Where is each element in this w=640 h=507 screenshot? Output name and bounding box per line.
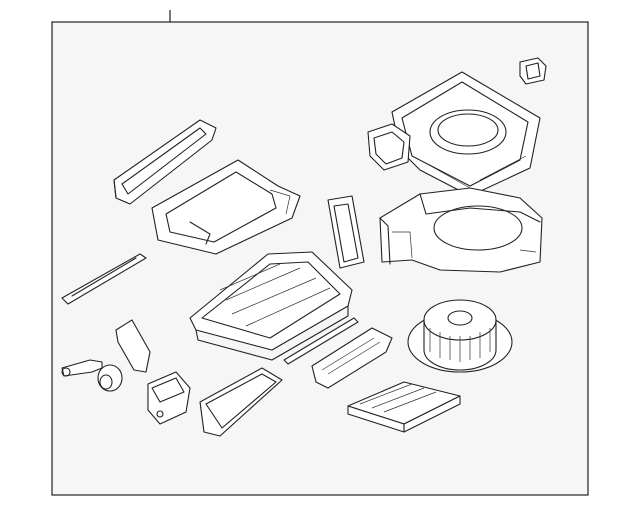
actuator-motor	[147, 371, 191, 425]
heater-core	[311, 327, 393, 389]
small-clip	[519, 57, 547, 85]
heater-core-case	[189, 251, 353, 361]
evaporator-rod	[283, 317, 359, 365]
filter-frame	[113, 119, 217, 205]
blower-housing-upper	[367, 71, 541, 197]
long-seal-strip	[61, 253, 147, 305]
cabin-air-filter	[347, 381, 461, 433]
grommet	[97, 364, 123, 392]
evaporator-case-upper	[151, 159, 301, 255]
blower-case-seal	[327, 195, 365, 269]
filter-door	[199, 367, 283, 437]
foam-seal-pad	[115, 319, 151, 373]
blower-case-lower	[379, 187, 543, 273]
blower-motor	[407, 299, 513, 373]
